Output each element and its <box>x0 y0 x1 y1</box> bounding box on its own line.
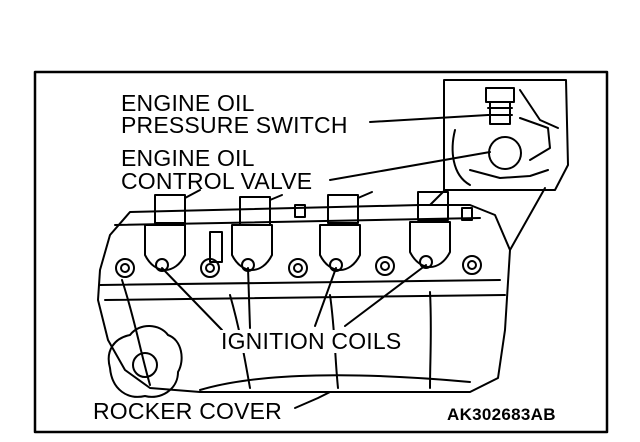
oil-control-valve-leader <box>329 151 491 181</box>
figure-code: AK302683AB <box>447 405 556 424</box>
oil-pressure-switch-label-2: PRESSURE SWITCH <box>121 112 348 138</box>
rocker-cover <box>97 204 511 393</box>
oil-control-valve-label-2: CONTROL VALVE <box>121 168 313 194</box>
oil-filler-cap <box>107 325 183 398</box>
figure-frame <box>33 70 609 434</box>
inset-connector-right <box>509 187 546 251</box>
oil-control-valve-label-1: ENGINE OIL <box>121 145 255 171</box>
rocker-cover-leader <box>294 391 331 409</box>
inset-detail <box>443 79 569 191</box>
ignition-coil-1 <box>144 189 201 272</box>
ignition-coil-2 <box>231 194 283 272</box>
rocker-cover-label: ROCKER COVER <box>93 398 282 424</box>
ignition-coil-3 <box>319 191 373 272</box>
oil-pressure-switch-leader <box>369 114 489 123</box>
ignition-coils-leaders <box>161 264 427 331</box>
oil-pressure-switch-label-1: ENGINE OIL <box>121 90 255 116</box>
ignition-coil-4 <box>409 191 451 269</box>
ignition-coils-label: IGNITION COILS <box>219 328 404 354</box>
bolts <box>209 204 473 263</box>
